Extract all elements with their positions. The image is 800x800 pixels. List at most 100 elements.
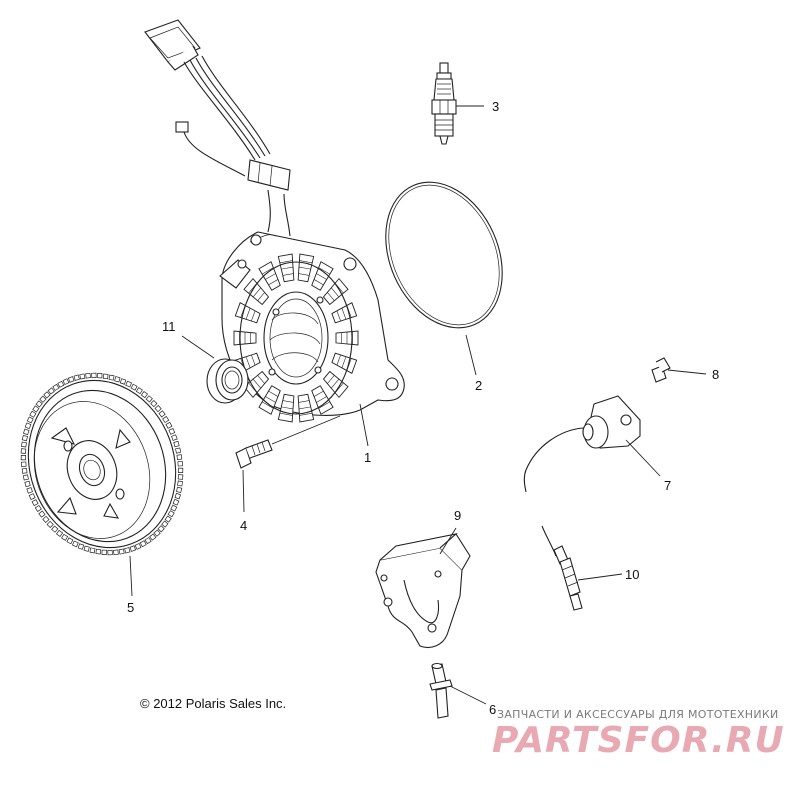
gear-tooth — [154, 404, 162, 413]
callout-4: 4 — [240, 518, 247, 533]
gear-tooth — [101, 549, 107, 555]
gear-tooth — [24, 422, 32, 430]
gear-tooth — [46, 520, 54, 529]
gear-tooth — [61, 533, 69, 541]
gear-tooth — [47, 387, 55, 395]
coil-winding-line — [281, 406, 294, 410]
gear-tooth — [102, 373, 109, 380]
gear-tooth — [20, 441, 27, 448]
gear-tooth — [35, 400, 43, 408]
gear-tooth — [162, 415, 170, 424]
gear-tooth — [176, 454, 183, 460]
gear-tooth — [130, 383, 138, 391]
gear-tooth — [26, 487, 33, 494]
coil-winding-line — [298, 406, 311, 410]
coil-winding-line — [313, 279, 324, 286]
gear-tooth — [119, 378, 127, 385]
callout-3: 3 — [492, 99, 499, 114]
coil-winding-line — [331, 287, 340, 298]
callout-2: 2 — [475, 378, 482, 393]
coil-winding-line — [331, 378, 340, 389]
gear-tooth — [149, 533, 157, 541]
speed-sensor-part — [541, 525, 623, 611]
gear-tooth — [164, 515, 172, 523]
watermark-logo: PARTSFOR.RU — [492, 720, 785, 761]
gear-tooth — [55, 529, 64, 537]
coil-winding-line — [268, 390, 279, 397]
gear-tooth — [125, 380, 132, 388]
coil-winding-line — [245, 308, 251, 320]
stator-coil — [311, 261, 334, 291]
coil-winding-line — [261, 401, 274, 409]
small-bolt-part — [651, 357, 707, 383]
coil-winding-line — [299, 260, 313, 264]
gear-tooth — [89, 547, 96, 554]
gear-tooth — [145, 395, 153, 403]
gear-tooth — [20, 455, 27, 461]
gear-tooth — [32, 405, 40, 413]
gear-tooth — [20, 448, 27, 454]
gear-tooth — [173, 440, 180, 448]
sensor-part — [523, 395, 661, 493]
watermark-tagline: ЗАПЧАСТИ И АКСЕССУАРЫ ДЛЯ МОТОТЕХНИКИ — [497, 708, 779, 721]
gear-tooth — [24, 480, 31, 488]
stator-part — [219, 231, 405, 447]
wiring-harness — [144, 19, 291, 237]
callout-8: 8 — [712, 367, 719, 382]
coil-winding-line — [341, 356, 347, 368]
gear-tooth — [150, 399, 158, 408]
coil-winding-line — [327, 375, 335, 384]
seal-part — [181, 335, 249, 404]
gear-tooth — [177, 474, 184, 480]
gear-tooth — [72, 540, 79, 548]
gear-tooth — [21, 468, 28, 474]
gear-tooth — [170, 504, 178, 512]
gear-tooth — [118, 548, 125, 555]
gear-tooth — [114, 376, 121, 383]
callout-1: 1 — [364, 450, 371, 465]
copyright-notice: © 2012 Polaris Sales Inc. — [140, 696, 286, 711]
coil-winding-line — [313, 390, 324, 397]
gear-tooth — [85, 372, 91, 379]
gear-tooth — [66, 537, 74, 545]
gear-tooth — [28, 493, 36, 500]
callout-7: 7 — [664, 478, 671, 493]
gear-tooth — [107, 549, 113, 556]
bolt-part — [235, 415, 341, 513]
gear-tooth — [91, 372, 97, 379]
gear-tooth — [171, 434, 178, 441]
gear-tooth — [176, 486, 183, 493]
gear-tooth — [62, 378, 70, 386]
coil-winding-line — [282, 400, 294, 403]
coil-winding-line — [298, 400, 310, 403]
callout-9: 9 — [454, 508, 461, 523]
coil-winding-line — [299, 412, 313, 416]
gear-tooth — [39, 395, 47, 403]
gear-tooth — [177, 467, 184, 473]
gear-tooth — [158, 410, 166, 418]
gear-tooth — [67, 376, 75, 383]
coil-winding-line — [252, 287, 261, 298]
gear-tooth — [73, 374, 80, 381]
pin-part — [429, 662, 487, 719]
gear-tooth — [139, 540, 147, 548]
gear-tooth — [167, 510, 175, 518]
coil-winding-line — [251, 310, 256, 322]
gear-tooth — [51, 525, 59, 533]
callout-6: 6 — [489, 702, 496, 717]
gear-tooth — [29, 410, 37, 418]
coil-winding-line — [257, 375, 265, 384]
gear-tooth — [52, 383, 60, 391]
coil-winding-line — [252, 378, 261, 389]
gear-tooth — [31, 499, 39, 507]
gear-tooth — [161, 520, 169, 528]
coil-winding-line — [298, 273, 310, 276]
callout-10: 10 — [625, 567, 639, 582]
stator-coil — [258, 385, 281, 415]
gear-tooth — [135, 387, 143, 395]
spark-plug-part — [431, 62, 484, 145]
gear-tooth — [43, 391, 51, 399]
gear-tooth — [175, 447, 182, 454]
